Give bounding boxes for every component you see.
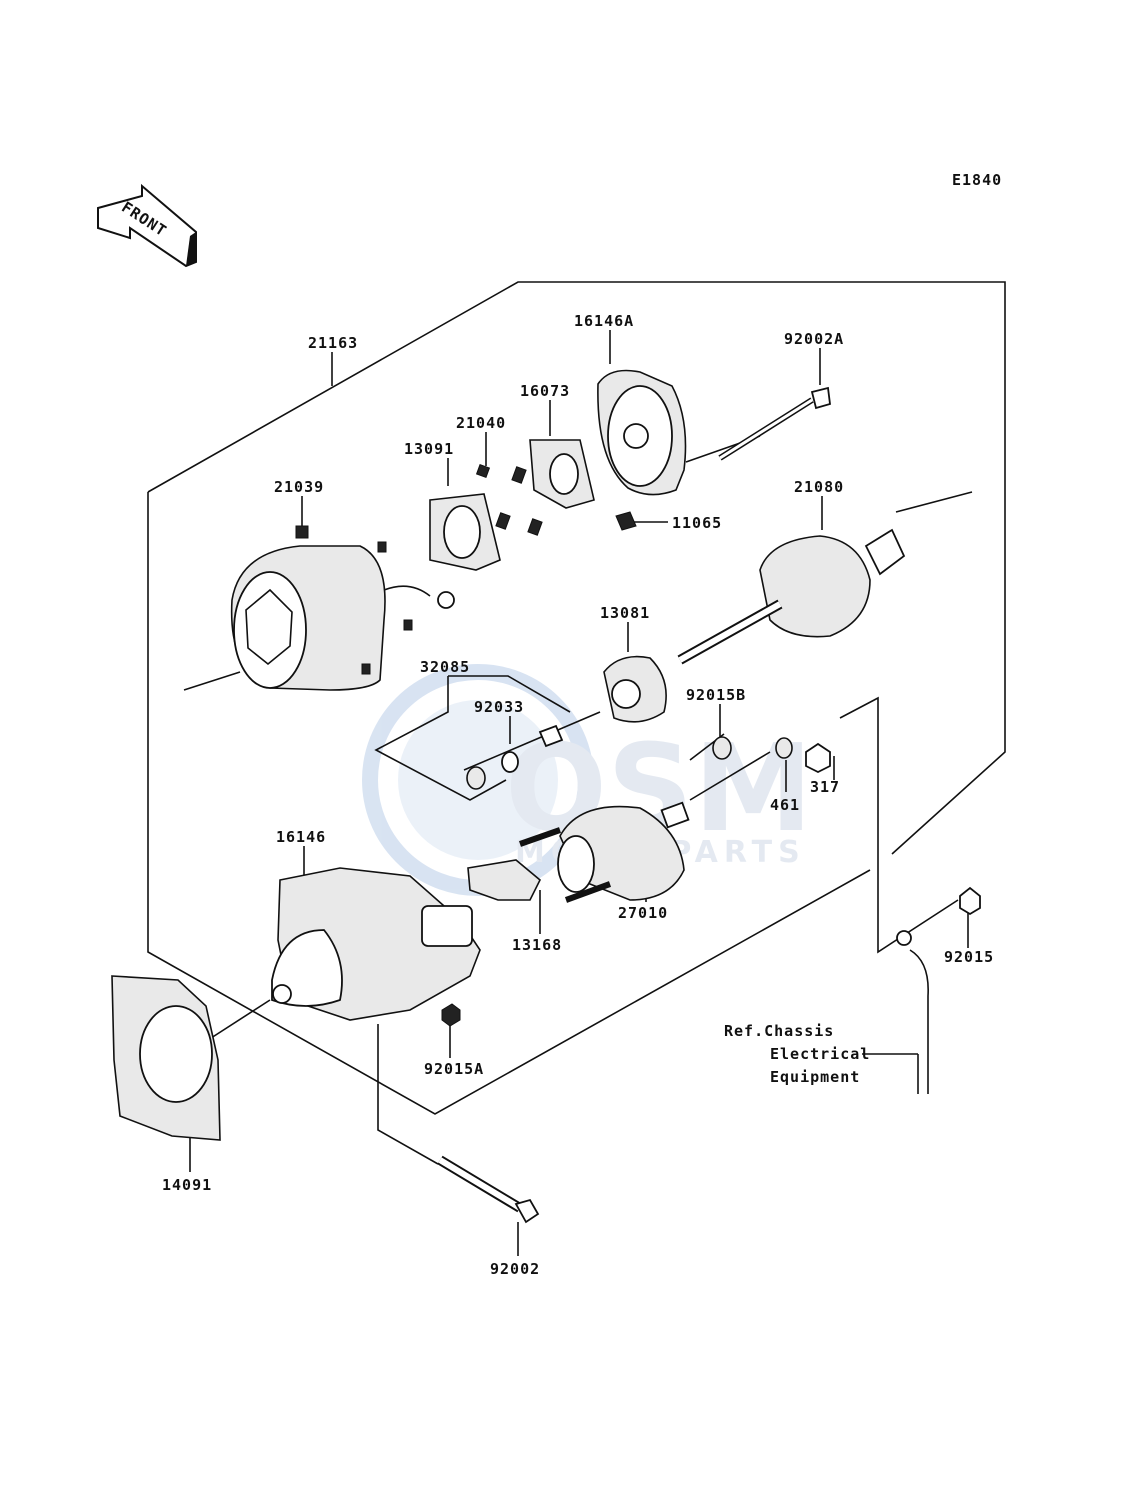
assembly-outline bbox=[147, 281, 1006, 855]
part-label-21080: 21080 bbox=[794, 478, 844, 496]
bolt-92002 bbox=[437, 1155, 540, 1224]
part-label-21040: 21040 bbox=[456, 414, 506, 432]
part-label-92002: 92002 bbox=[490, 1260, 540, 1278]
diagram-code: E1840 bbox=[952, 171, 1002, 189]
ref-note-line3: Equipment bbox=[770, 1068, 860, 1086]
part-label-32085: 32085 bbox=[420, 658, 470, 676]
part-label-21039: 21039 bbox=[274, 478, 324, 496]
cover-14091 bbox=[111, 975, 221, 1141]
part-label-11065: 11065 bbox=[672, 514, 722, 532]
part-label-461: 461 bbox=[770, 796, 800, 814]
part-label-317: 317 bbox=[810, 778, 840, 796]
part-label-16146A: 16146A bbox=[574, 312, 634, 330]
part-label-92015B: 92015B bbox=[686, 686, 746, 704]
part-label-92015A: 92015A bbox=[424, 1060, 484, 1078]
yoke-housing-21039 bbox=[230, 525, 455, 691]
bolt-92002A bbox=[718, 386, 831, 461]
part-label-16146: 16146 bbox=[276, 828, 326, 846]
part-label-92033: 92033 bbox=[474, 698, 524, 716]
assembly-outline-lower bbox=[147, 492, 871, 1115]
ref-note-line1: Ref.Chassis bbox=[724, 1022, 834, 1040]
part-label-92015: 92015 bbox=[944, 948, 994, 966]
plate-16073 bbox=[529, 439, 595, 509]
end-cover-16146A bbox=[597, 369, 687, 531]
part-label-27010: 27010 bbox=[618, 904, 668, 922]
front-housing-16146 bbox=[271, 867, 481, 1027]
part-label-13081: 13081 bbox=[600, 604, 650, 622]
part-label-92002A: 92002A bbox=[784, 330, 844, 348]
washers bbox=[466, 736, 831, 790]
part-label-21163: 21163 bbox=[308, 334, 358, 352]
front-arrow-icon: FRONT bbox=[97, 183, 197, 268]
part-label-14091: 14091 bbox=[162, 1176, 212, 1194]
ref-note-line2: Electrical bbox=[770, 1045, 870, 1063]
solenoid-27010 bbox=[519, 801, 690, 903]
part-label-16073: 16073 bbox=[520, 382, 570, 400]
cable-terminal bbox=[896, 886, 981, 1094]
part-label-13091: 13091 bbox=[404, 440, 454, 458]
clutch-13081 bbox=[538, 655, 667, 748]
brush-holder-13091 bbox=[429, 463, 543, 571]
leader-lines bbox=[183, 330, 973, 1256]
part-label-13168: 13168 bbox=[512, 936, 562, 954]
lever-13168 bbox=[467, 859, 541, 901]
armature-21080 bbox=[677, 528, 906, 665]
